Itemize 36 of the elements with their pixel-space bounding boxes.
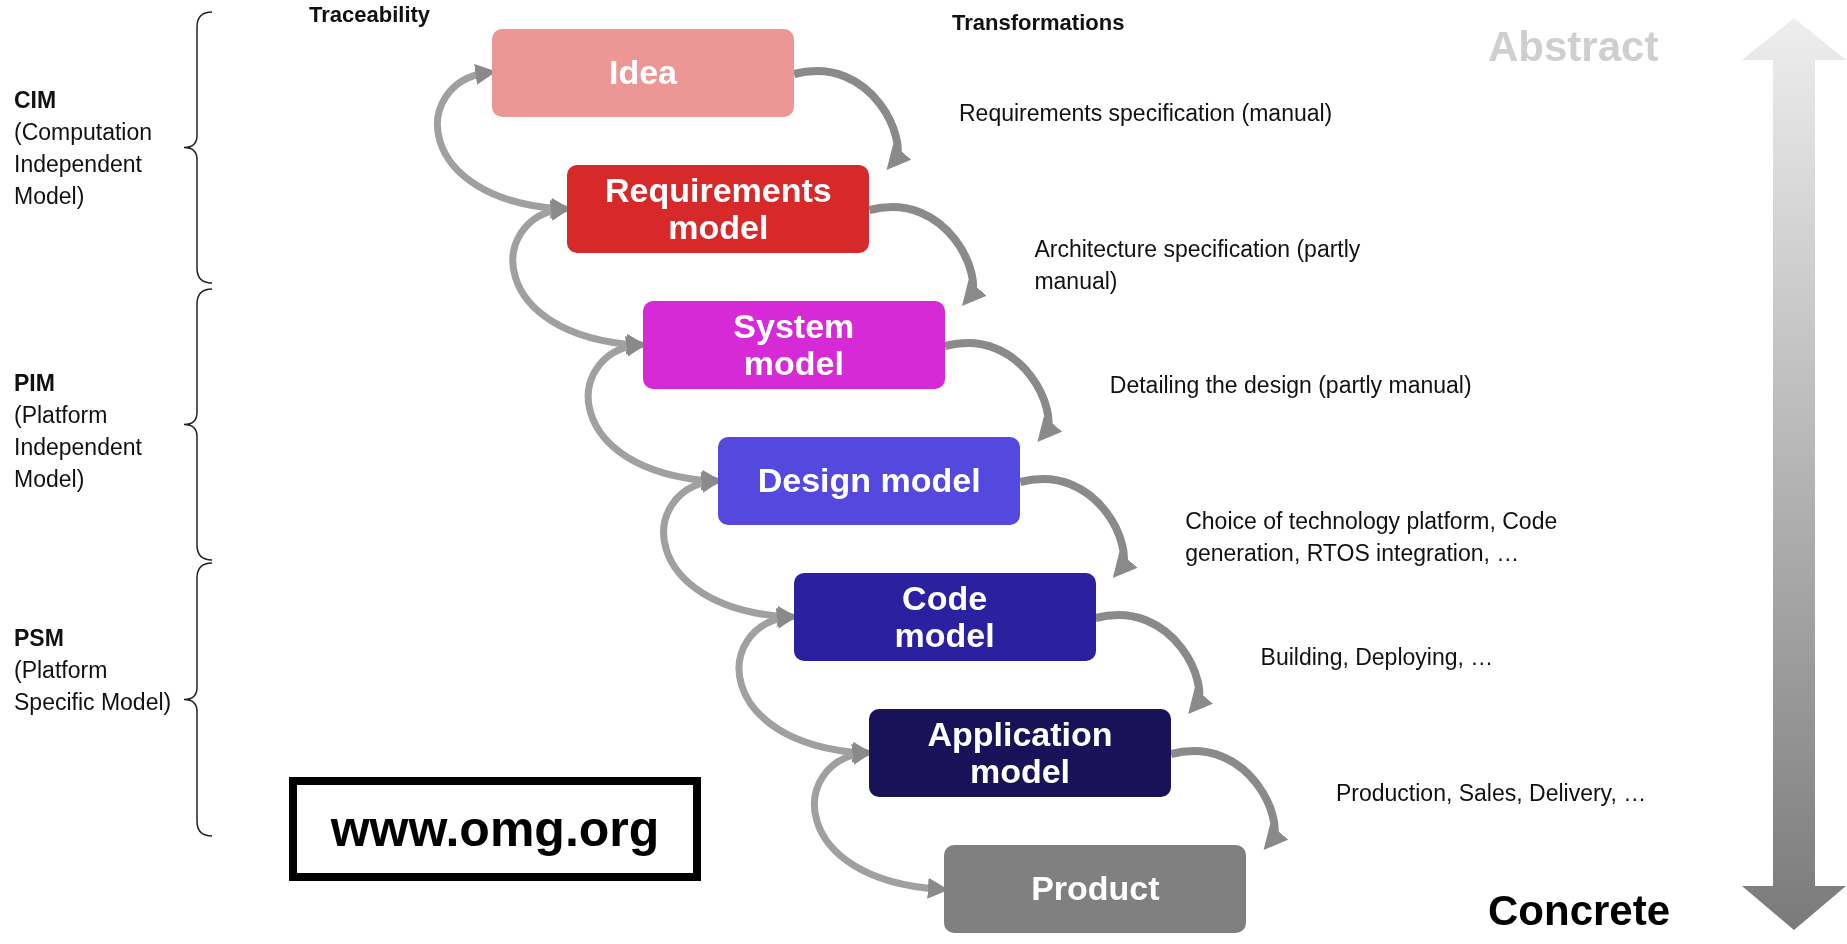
box-title: System model [732, 307, 856, 383]
edge-label: Requirements specification (manual) [959, 99, 1334, 128]
text-label: (Platform Independent Model) [14, 401, 143, 495]
text-label: CIM [14, 86, 58, 115]
model-box [567, 165, 870, 253]
edge-label: Building, Deploying, … [1260, 643, 1495, 672]
box-title: Idea [608, 54, 677, 92]
model-box [718, 437, 1021, 525]
box-title: Code model [893, 579, 996, 655]
model-box [869, 709, 1171, 797]
box-title: Design model [757, 462, 981, 500]
edge-label: Architecture specification (partly manual) [1034, 235, 1362, 297]
text-label: Transformations [952, 9, 1126, 37]
scale-label: Concrete [1488, 886, 1672, 936]
curved-arrow [868, 203, 986, 308]
model-box [492, 29, 794, 117]
box-title: Product [1031, 870, 1160, 908]
model-box [793, 573, 1096, 661]
curved-arrow [793, 67, 911, 172]
edge-label: Choice of technology platform, Code generation, RTOS integration, … [1185, 507, 1559, 569]
text-label: (Platform Specific Model) [14, 656, 173, 718]
box-title: Application model [926, 715, 1114, 791]
box-title: Requirements model [604, 171, 833, 247]
model-box [944, 845, 1247, 933]
curved-arrow [944, 339, 1062, 444]
framed-text: www.omg.org [289, 777, 701, 881]
curved-arrow [1019, 475, 1137, 580]
text-label: PIM [14, 369, 56, 398]
edge-label: Detailing the design (partly manual) [1109, 371, 1473, 400]
text-label: PSM [14, 624, 65, 653]
edge-label: Production, Sales, Delivery, … [1336, 779, 1648, 808]
model-box [642, 301, 945, 389]
curved-arrow [1170, 747, 1288, 852]
text-label: (Computation Independent Model) [14, 118, 154, 212]
text-label: Traceability [309, 1, 432, 29]
curved-arrow [1095, 611, 1212, 716]
